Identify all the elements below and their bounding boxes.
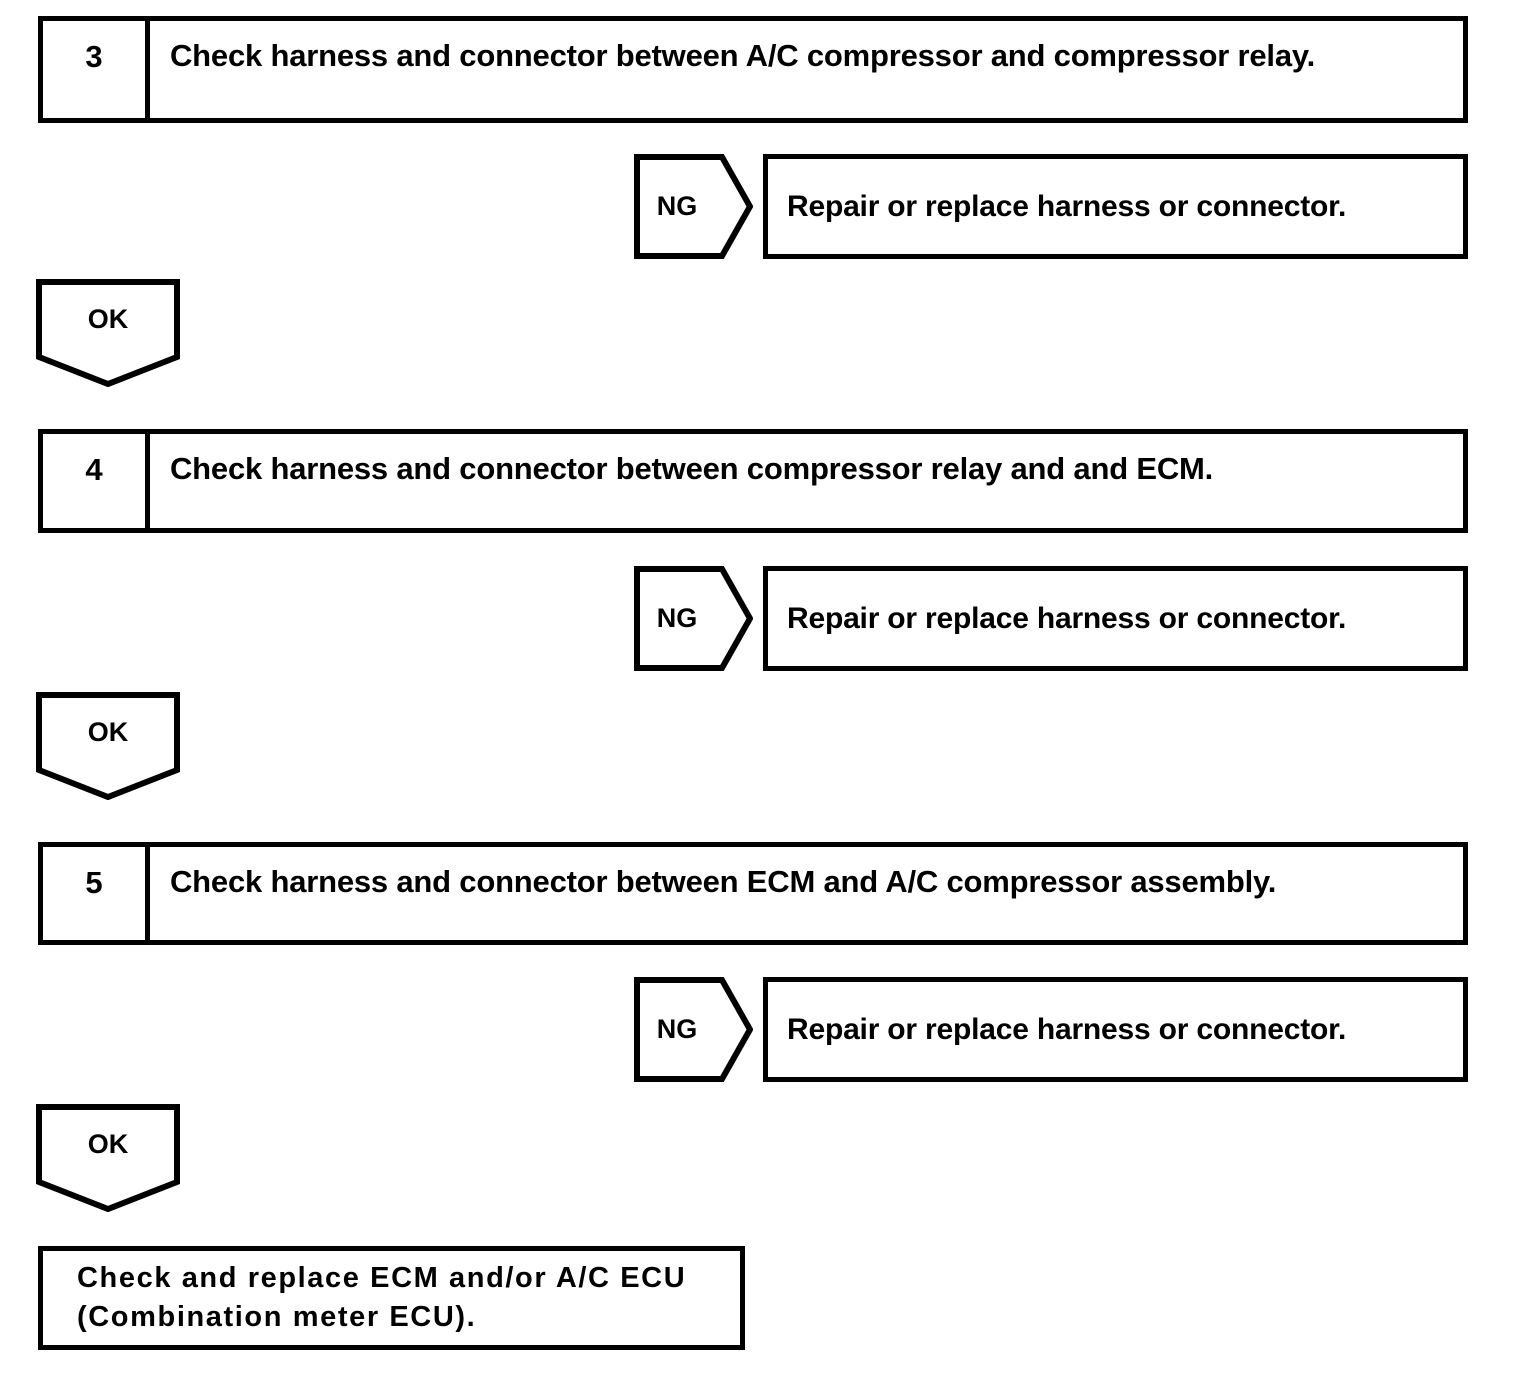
ng-result-box-4: Repair or replace harness or connector. <box>763 566 1468 671</box>
step-number: 5 <box>43 847 150 940</box>
ng-branch-marker-4: NG <box>634 566 753 671</box>
step-box-5: 5 Check harness and connector between EC… <box>38 842 1468 945</box>
final-action-box: Check and replace ECM and/or A/C ECU (Co… <box>38 1246 745 1350</box>
ng-branch-marker-3: NG <box>634 154 753 259</box>
ng-branch-marker-5: NG <box>634 977 753 1082</box>
ng-label: NG <box>656 191 698 221</box>
step-box-3: 3 Check harness and connector between A/… <box>38 16 1468 123</box>
ok-label: OK <box>87 303 129 334</box>
step-text: Check harness and connector between comp… <box>170 451 1214 486</box>
ng-label: NG <box>656 603 698 633</box>
step-box-4: 4 Check harness and connector between co… <box>38 429 1468 533</box>
ng-result-box-3: Repair or replace harness or connector. <box>763 154 1468 259</box>
ok-branch-marker-4: OK <box>36 692 180 800</box>
final-action-line-1: Check and replace ECM and/or A/C ECU <box>77 1262 687 1295</box>
step-text: Check harness and connector between A/C … <box>170 38 1316 73</box>
ok-branch-marker-3: OK <box>36 279 180 387</box>
step-text: Check harness and connector between ECM … <box>170 864 1277 899</box>
step-number: 4 <box>43 434 150 528</box>
final-action-line-2: (Combination meter ECU). <box>77 1301 477 1333</box>
ng-result-box-5: Repair or replace harness or connector. <box>763 977 1468 1082</box>
ng-label: NG <box>656 1014 698 1044</box>
ok-branch-marker-5: OK <box>36 1104 180 1212</box>
ok-label: OK <box>87 716 129 747</box>
step-number: 3 <box>43 21 150 118</box>
ok-label: OK <box>87 1128 129 1159</box>
